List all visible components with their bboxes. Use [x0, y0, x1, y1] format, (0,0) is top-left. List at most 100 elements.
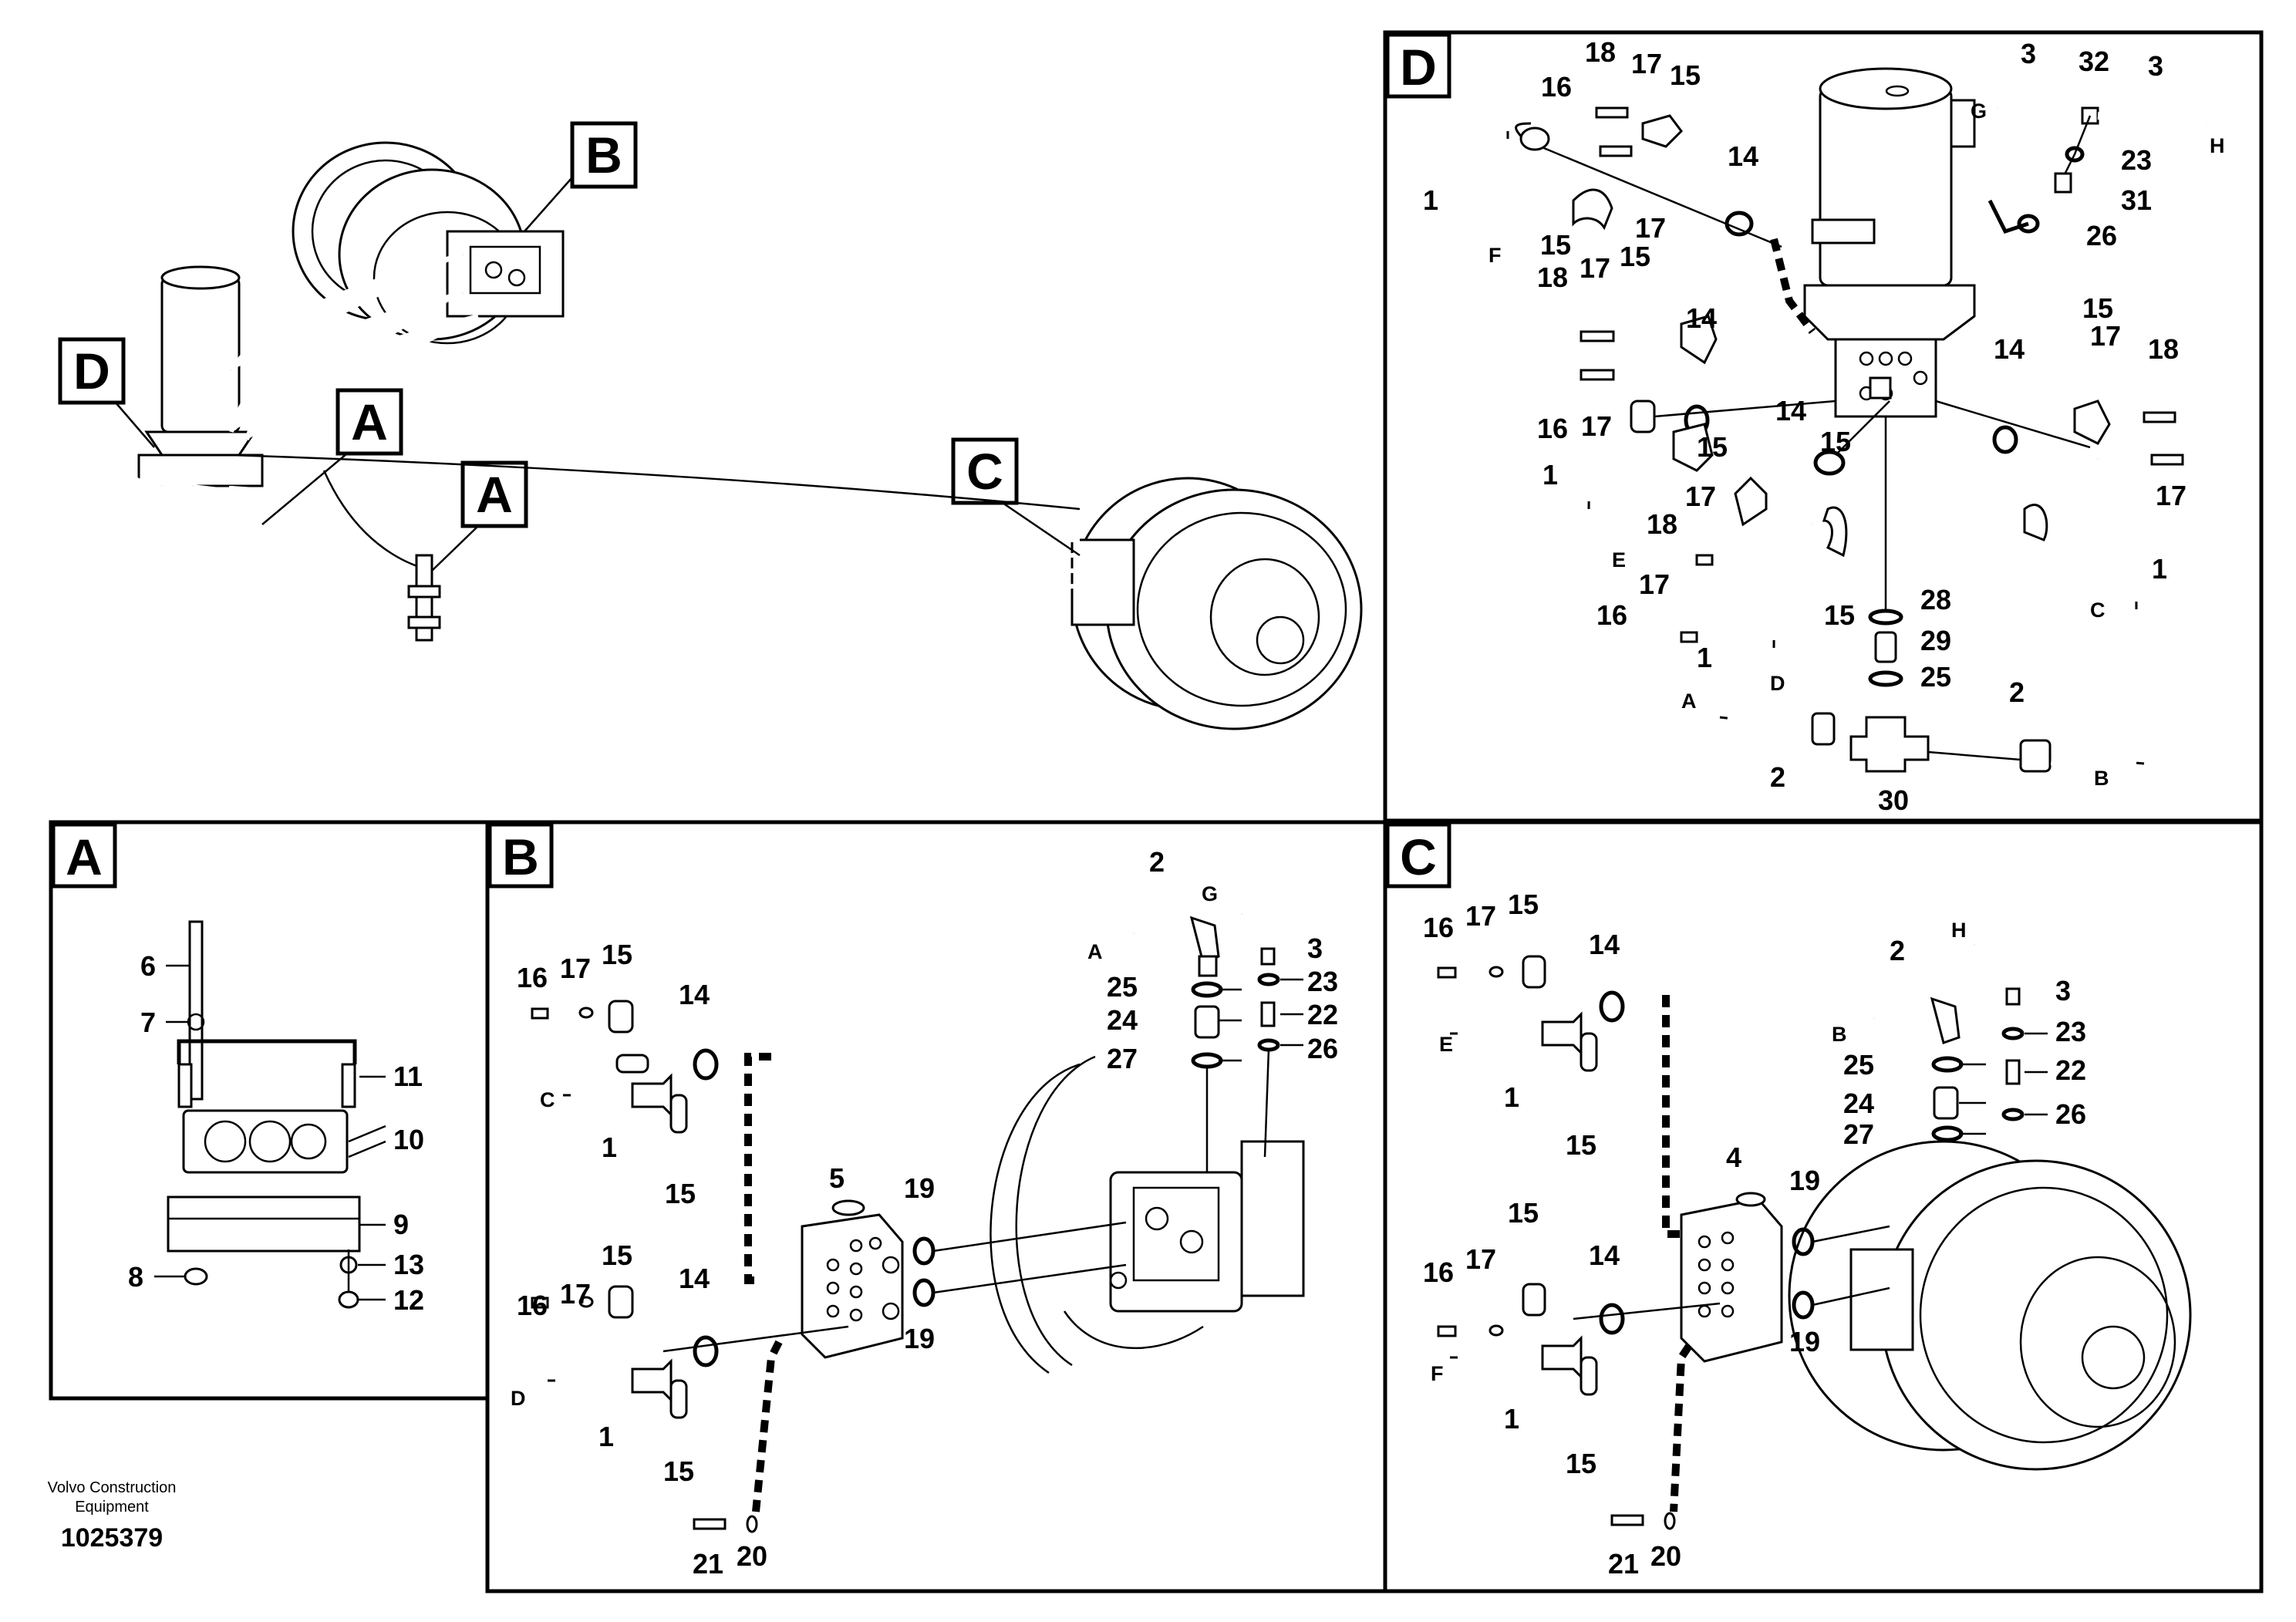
svg-text:24: 24: [1107, 1004, 1138, 1036]
panel-b-tag: B: [487, 822, 554, 889]
svg-text:31: 31: [2121, 184, 2152, 216]
svg-text:15: 15: [663, 1455, 694, 1487]
panel-c-labels: 16 17 15 14 E 1 15 2 H B 3 25 23 24 22 2…: [1423, 889, 2086, 1580]
brand-line-2: Equipment: [75, 1499, 149, 1516]
svg-text:1: 1: [1697, 642, 1712, 673]
svg-text:G: G: [1971, 99, 1987, 123]
svg-text:3: 3: [1307, 932, 1323, 964]
svg-text:18: 18: [1647, 508, 1677, 540]
svg-text:9: 9: [393, 1209, 409, 1240]
svg-text:15: 15: [1824, 599, 1855, 631]
svg-text:25: 25: [1920, 661, 1951, 693]
svg-text:14: 14: [1686, 302, 1717, 334]
svg-text:23: 23: [2121, 144, 2152, 176]
panel-b-labels: 2 G A 3 25 23 24 22 27 26 16 17 15 14 C …: [511, 846, 1338, 1580]
svg-text:4: 4: [1726, 1141, 1741, 1173]
svg-text:D: D: [73, 342, 110, 400]
panel-b-parts: [531, 912, 1305, 1533]
svg-text:18: 18: [1537, 261, 1568, 293]
svg-text:1: 1: [1504, 1081, 1519, 1113]
svg-text:A: A: [1087, 940, 1103, 963]
svg-text:3: 3: [2021, 38, 2036, 69]
svg-text:B: B: [1832, 1023, 1847, 1046]
svg-text:17: 17: [1580, 252, 1610, 284]
svg-text:E: E: [1439, 1033, 1453, 1056]
svg-text:14: 14: [1775, 395, 1806, 427]
svg-text:A: A: [1681, 690, 1697, 713]
panel-c-frame: [1383, 820, 2264, 1593]
svg-text:12: 12: [393, 1284, 424, 1316]
svg-text:14: 14: [1994, 333, 2025, 365]
svg-text:17: 17: [1465, 1243, 1496, 1275]
panel-c-tag: C: [1385, 822, 1451, 889]
svg-text:16: 16: [517, 1290, 548, 1321]
svg-text:27: 27: [1843, 1118, 1874, 1150]
svg-text:B: B: [502, 828, 539, 885]
svg-text:2: 2: [1770, 761, 1785, 793]
overview-callout-b: B: [524, 121, 638, 232]
panel-d-parts: [1495, 67, 2207, 773]
panel-a-labels: 6 7 11 10 9 8 13 12: [128, 950, 424, 1316]
svg-text:16: 16: [1541, 71, 1572, 103]
svg-text:15: 15: [1508, 1197, 1539, 1229]
svg-text:16: 16: [1423, 912, 1454, 943]
svg-text:A: A: [66, 828, 103, 885]
svg-text:D: D: [1400, 39, 1437, 96]
svg-text:F: F: [1431, 1362, 1444, 1385]
svg-text:21: 21: [693, 1548, 723, 1580]
svg-text:H: H: [2210, 134, 2225, 157]
svg-text:17: 17: [2090, 320, 2121, 352]
drawing-number: 1025379: [61, 1523, 163, 1553]
svg-text:17: 17: [1581, 410, 1612, 442]
overview-hose-bundle: [113, 252, 1081, 642]
svg-text:17: 17: [1631, 48, 1662, 79]
svg-text:15: 15: [602, 939, 632, 970]
svg-text:23: 23: [2055, 1016, 2086, 1047]
svg-text:G: G: [1202, 882, 1218, 905]
svg-text:27: 27: [1107, 1043, 1138, 1074]
svg-text:2: 2: [1890, 935, 1905, 966]
svg-text:14: 14: [1589, 1239, 1620, 1271]
svg-text:5: 5: [829, 1162, 845, 1194]
svg-text:16: 16: [517, 962, 548, 993]
overview-lower-motor: [1070, 477, 1363, 730]
svg-text:2: 2: [2009, 676, 2025, 708]
svg-text:B: B: [585, 126, 622, 184]
svg-text:29: 29: [1920, 625, 1951, 656]
panel-c-parts: [1437, 943, 2192, 1530]
svg-text:18: 18: [1585, 36, 1616, 68]
svg-text:20: 20: [1650, 1540, 1681, 1572]
svg-text:25: 25: [1107, 971, 1138, 1003]
svg-text:17: 17: [2156, 480, 2186, 511]
svg-text:17: 17: [560, 1278, 591, 1310]
svg-text:C: C: [966, 443, 1003, 500]
svg-text:17: 17: [1635, 212, 1666, 244]
svg-text:32: 32: [2079, 46, 2109, 77]
overview-callout-a-upper: A: [261, 388, 403, 525]
svg-text:14: 14: [1589, 929, 1620, 960]
svg-text:26: 26: [1307, 1033, 1338, 1064]
svg-text:13: 13: [393, 1249, 424, 1280]
svg-text:15: 15: [665, 1178, 696, 1209]
overview-callout-d: D: [58, 337, 155, 448]
overview-callout-c: C: [951, 437, 1081, 557]
brand-line-1: Volvo Construction: [48, 1479, 177, 1496]
svg-text:B: B: [2094, 767, 2109, 790]
svg-text:H: H: [1951, 919, 1967, 942]
svg-text:17: 17: [1465, 900, 1496, 932]
svg-text:1: 1: [2152, 553, 2167, 585]
overview-swivel: [137, 265, 264, 487]
svg-text:19: 19: [1789, 1326, 1820, 1357]
svg-text:19: 19: [1789, 1165, 1820, 1196]
svg-text:30: 30: [1878, 784, 1909, 816]
title-block: Volvo Construction Equipment 1025379: [48, 1479, 177, 1553]
overview-upper-motor: [292, 141, 565, 345]
svg-text:3: 3: [2055, 975, 2071, 1007]
svg-text:15: 15: [2082, 292, 2113, 324]
svg-text:16: 16: [1596, 599, 1627, 631]
svg-text:18: 18: [2148, 333, 2179, 365]
svg-text:14: 14: [679, 979, 710, 1010]
svg-text:14: 14: [679, 1263, 710, 1294]
svg-text:1: 1: [602, 1131, 617, 1163]
